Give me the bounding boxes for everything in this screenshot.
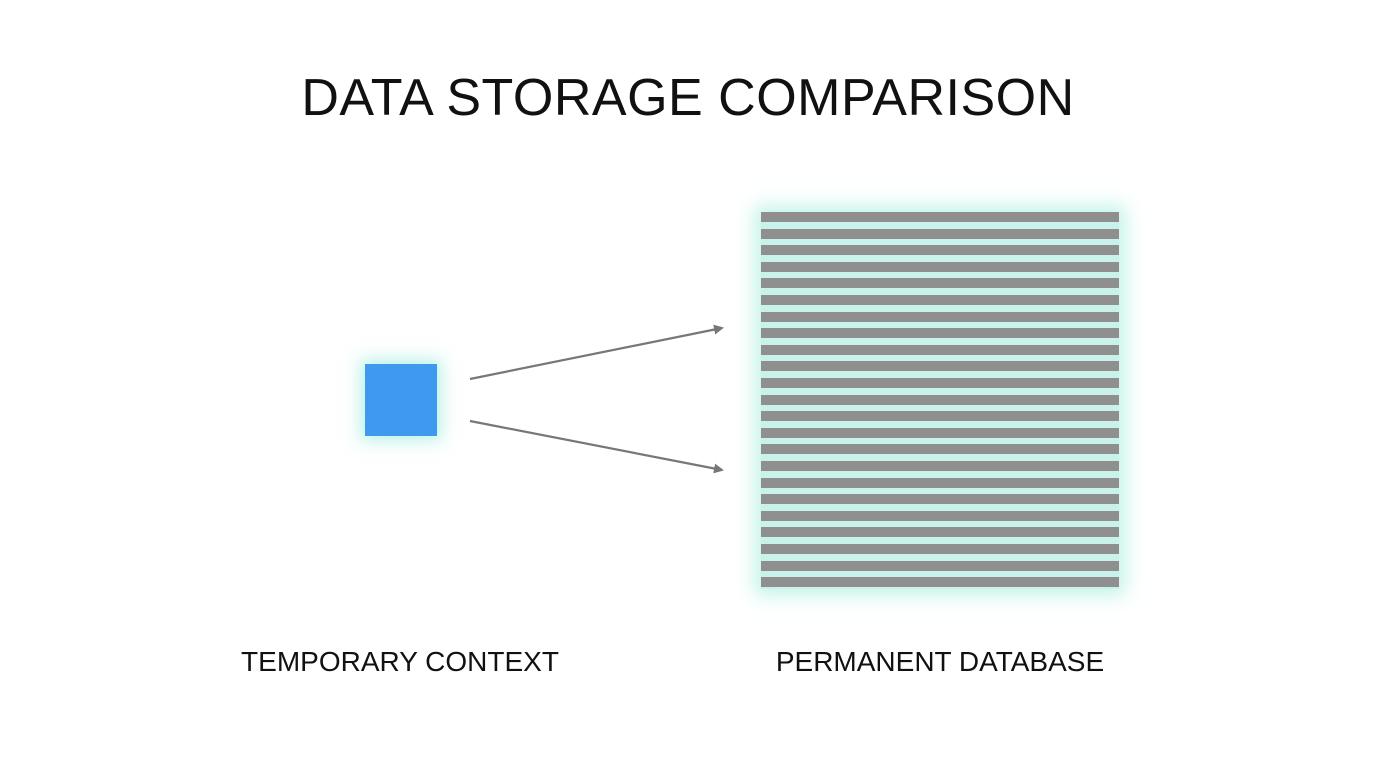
database-stripe bbox=[761, 394, 1119, 405]
database-stripe bbox=[761, 494, 1119, 505]
database-stripe bbox=[761, 278, 1119, 289]
database-stripe bbox=[761, 328, 1119, 339]
permanent-database-label: PERMANENT DATABASE bbox=[775, 646, 1105, 677]
database-stripe bbox=[761, 344, 1119, 355]
database-stripe bbox=[761, 295, 1119, 305]
diagram-title: DATA STORAGE COMPARISON bbox=[301, 69, 1075, 127]
database-stripe bbox=[761, 477, 1119, 488]
database-stripe bbox=[761, 560, 1119, 571]
database-stripe bbox=[761, 245, 1119, 256]
lower-arrow bbox=[469, 419, 724, 474]
upper-arrow bbox=[469, 324, 724, 381]
database-stripe bbox=[761, 544, 1119, 554]
database-stripe bbox=[761, 311, 1119, 322]
temporary-context-label: TEMPORARY CONTEXT bbox=[241, 646, 559, 677]
database-stripe bbox=[761, 527, 1119, 538]
database-stripe bbox=[761, 577, 1119, 588]
database-stripe bbox=[761, 510, 1119, 521]
database-stripe bbox=[761, 378, 1119, 388]
database-stripe bbox=[761, 361, 1119, 372]
database-stripe bbox=[761, 212, 1119, 222]
database-stripe bbox=[761, 261, 1119, 272]
database-stripe bbox=[761, 411, 1119, 422]
database-stripe bbox=[761, 444, 1119, 455]
temporary-context-block bbox=[365, 364, 437, 436]
database-stripe bbox=[761, 461, 1119, 471]
database-stripe bbox=[761, 427, 1119, 438]
permanent-database-block bbox=[761, 212, 1119, 589]
database-stripe bbox=[761, 228, 1119, 239]
